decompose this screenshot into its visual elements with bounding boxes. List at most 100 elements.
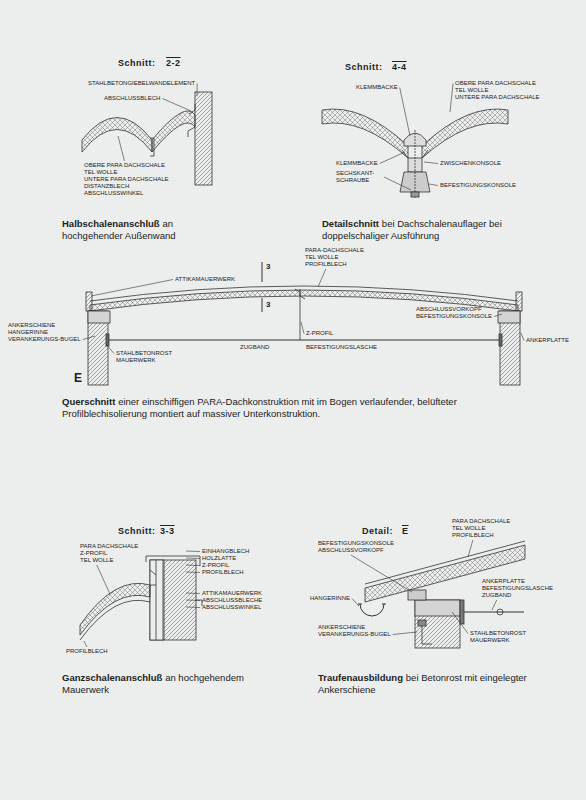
- leader-line: [186, 565, 200, 567]
- callout-label: PARA-DACHSCHALE: [305, 247, 364, 254]
- callout-label: STAHLBETONROST: [116, 350, 172, 357]
- callout-label: BEFESTIGUNGSKONSOLE: [416, 313, 492, 320]
- leader-line: [301, 322, 304, 334]
- callout-label: VERANKERUNGS-BUGEL: [8, 336, 81, 343]
- leader-line: [162, 99, 191, 112]
- callout-label: STAHLBETONGIEBELWANDELEMENT: [88, 80, 195, 87]
- callout-label: ZWISCHENKONSOLE: [440, 160, 501, 167]
- callout-label: PARA DACHSCHALE: [452, 518, 510, 525]
- leader-line: [186, 572, 200, 574]
- callout-label: ANKERPLATTE: [526, 337, 569, 344]
- caption-title: Detailschnitt: [322, 218, 379, 229]
- callout-label: KLEMMBACKE: [336, 160, 378, 167]
- section-heading: 3-3: [160, 526, 175, 537]
- caption-title: Querschnitt: [62, 396, 115, 407]
- section-marker: 3: [266, 262, 270, 271]
- section-heading: E: [402, 526, 409, 537]
- section-heading: Schnitt:: [345, 62, 383, 73]
- leader-line: [429, 184, 438, 186]
- section-heading: Detail:: [362, 526, 393, 537]
- callout-label: PARA DACHSCHALE: [80, 543, 138, 550]
- leader-line: [492, 600, 497, 610]
- figure-caption: Traufenausbildungbei Betonrost mit einge…: [318, 672, 538, 696]
- callout-label: PROFILBLECH: [66, 648, 108, 655]
- callout-label: HOLZLATTE: [202, 555, 236, 562]
- leader-line: [468, 540, 473, 557]
- caption-title: Halbschalenanschluß: [62, 218, 160, 229]
- section-heading: Schnitt:: [118, 526, 156, 537]
- callout-label: OBERE PARA DACHSCHALE: [84, 162, 165, 169]
- callout-label: TEL WOLLE: [452, 525, 485, 532]
- callout-label: HANGERINNE: [8, 329, 48, 336]
- caption-title: Traufenausbildung: [318, 672, 403, 683]
- callout-label: BEFESTIGUNGSLASCHE: [482, 585, 553, 592]
- callout-label: ANKERSCHIENE: [318, 624, 365, 631]
- leader-line: [384, 177, 411, 190]
- callout-label: ABSCHLUSSBLECHE: [202, 597, 262, 604]
- section-marker: E: [74, 372, 82, 385]
- callout-label: ABSCHLUSSWINKEL: [84, 190, 143, 197]
- leader-line: [84, 641, 87, 647]
- callout-label: PROFILBLECH: [305, 261, 347, 268]
- full-shell-detail: [80, 556, 202, 640]
- callout-label: HANGERINNE: [310, 595, 350, 602]
- leader-line: [197, 84, 198, 97]
- callout-label: TEL WOLLE: [455, 87, 488, 94]
- leader-line: [351, 555, 412, 592]
- callout-label: ATTIKAMAUERWERK: [202, 590, 262, 597]
- callout-label: ZUGBAND: [482, 592, 511, 599]
- callout-label: TEL WOLLE: [80, 557, 113, 564]
- callout-label: BEFESTIGUNGSKONSOLE: [318, 540, 394, 547]
- leader-line: [106, 344, 114, 354]
- callout-label: UNTERE PARA DACHSCHALE: [84, 176, 169, 183]
- leader-line: [424, 162, 438, 164]
- leader-line: [400, 88, 410, 137]
- figure-caption: Ganzschalenanschlußan hochgehendem Mauer…: [62, 672, 262, 696]
- callout-label: ABSCHLUSSVORKOPF: [416, 306, 482, 313]
- callout-label: OBERE PARA DACHSCHALE: [455, 80, 536, 87]
- figure-caption: Detailschnittbei Dachschalenauflager bei…: [322, 218, 532, 242]
- callout-label: MAUERWERK: [116, 357, 156, 364]
- caption-title: Ganzschalenanschluß: [62, 672, 162, 683]
- callout-label: TEL WOLLE: [305, 254, 338, 261]
- callout-label: ANKERSCHIENE: [8, 322, 55, 329]
- callout-label: ZUGBAND: [240, 344, 269, 351]
- section-marker: 3: [266, 300, 270, 309]
- callout-label: TEL WOLLE: [84, 169, 117, 176]
- leader-line: [393, 632, 417, 635]
- callout-label: SECHSKANT- SCHRAUBE: [336, 170, 382, 184]
- callout-label: BEFESTIGUNGSKONSOLE: [440, 182, 516, 189]
- callout-label: KLEMMBACKE: [356, 84, 398, 91]
- callout-label: VERANKERUNGS-BUGEL: [318, 631, 391, 638]
- section-heading: Schnitt:: [118, 58, 156, 69]
- callout-label: STAHLBETONROST: [470, 630, 526, 637]
- leader-line: [118, 136, 124, 161]
- callout-label: Z-PROFIL: [202, 562, 229, 569]
- caption-text: einer einschiffigen PARA-Dachkonstruktio…: [62, 396, 457, 419]
- callout-label: EINHANGBLECH: [202, 548, 249, 555]
- callout-label: DISTANZBLECH: [84, 183, 129, 190]
- callout-label: ABSCHLUSSWINKEL: [202, 604, 261, 611]
- figure-caption: Halbschalenanschlußan hochgehender Außen…: [62, 218, 222, 242]
- leader-line: [186, 558, 200, 560]
- leader-line: [83, 336, 95, 340]
- section-heading: 4-4: [392, 62, 407, 73]
- callout-label: Z-PROFIL: [306, 330, 333, 337]
- callout-label: PROFILBLECH: [452, 532, 494, 539]
- leader-line: [380, 152, 405, 164]
- leader-line: [186, 600, 200, 602]
- figure-caption: Querschnitteiner einschiffigen PARA-Dach…: [62, 396, 532, 420]
- leader-line: [452, 612, 468, 634]
- leader-line: [97, 565, 110, 594]
- callout-label: ABSCHLUSSBLECH: [104, 95, 160, 102]
- roof-cross-section: [86, 262, 522, 385]
- leader-line: [494, 314, 502, 317]
- leader-line: [186, 593, 200, 595]
- callout-label: ABSCHLUSSVORKOPF: [318, 547, 384, 554]
- callout-label: PROFILBLECH: [202, 569, 244, 576]
- leader-line: [352, 599, 359, 607]
- callout-label: ATTIKAMAUERWERK: [175, 276, 235, 283]
- leader-line: [186, 551, 200, 553]
- leader-line: [521, 333, 524, 341]
- callout-label: MAUERWERK: [470, 637, 510, 644]
